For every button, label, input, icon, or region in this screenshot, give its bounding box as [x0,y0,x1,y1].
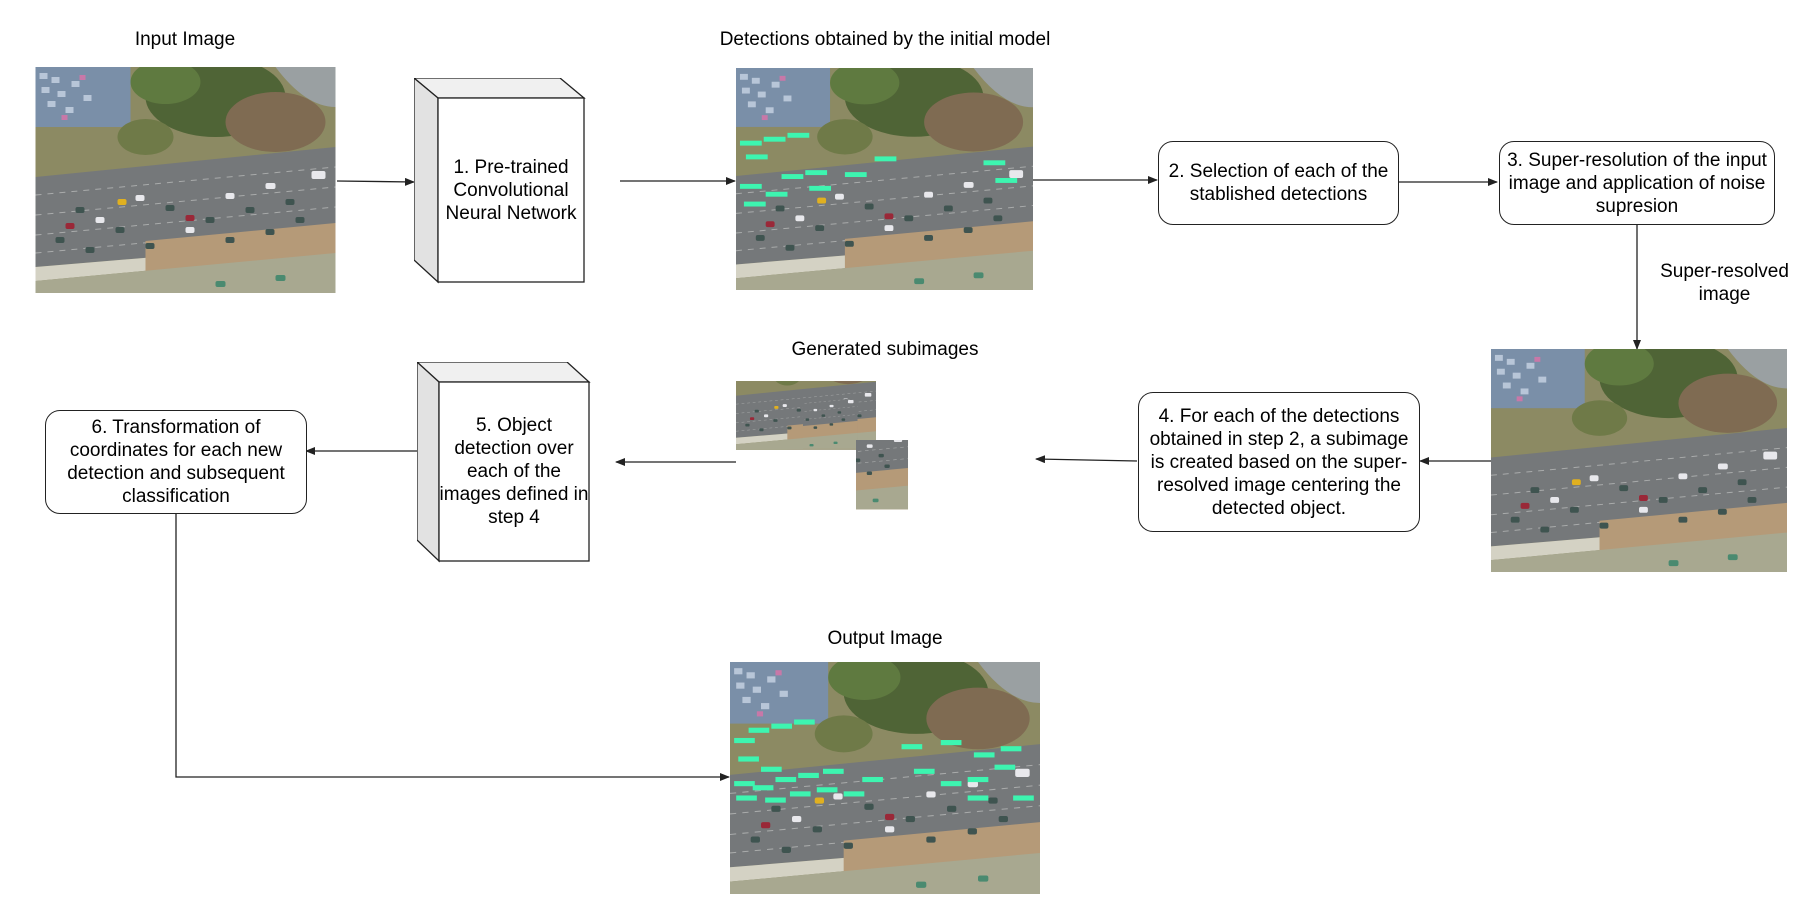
step5-label: 5. Object detection over each of the ima… [439,415,589,528]
output-image-label: Output Image [827,628,943,649]
subimage-3 [856,440,1033,591]
input-image [35,67,336,293]
step4-box: 4. For each of the detections obtained i… [1138,392,1420,532]
step5-cube [417,362,591,563]
arrow-step6-to-output [175,513,730,781]
detections-initial-label: Detections obtained by the initial model [719,29,1051,50]
super-resolved-label: Super-resolved image [1660,261,1789,305]
output-detection-boxes [734,719,1034,803]
step1-cube [414,78,586,284]
generated-subimages-label: Generated subimages [791,339,979,360]
step6-box: 6. Transformation of coordinates for eac… [45,410,307,514]
arrow-step4-to-subimages [1035,455,1138,464]
arrow-input-to-step1 [336,177,415,186]
detections-image [736,68,1033,290]
output-image [730,662,1040,894]
input-image-label: Input Image [134,29,236,50]
step3-box: 3. Super-resolution of the input image a… [1499,141,1775,225]
detection-boxes [739,132,1018,207]
step2-box: 2. Selection of each of the stablished d… [1158,141,1399,225]
step1-label: 1. Pre-trained Convolutional Neural Netw… [445,156,577,224]
super-resolved-image [1491,349,1787,572]
